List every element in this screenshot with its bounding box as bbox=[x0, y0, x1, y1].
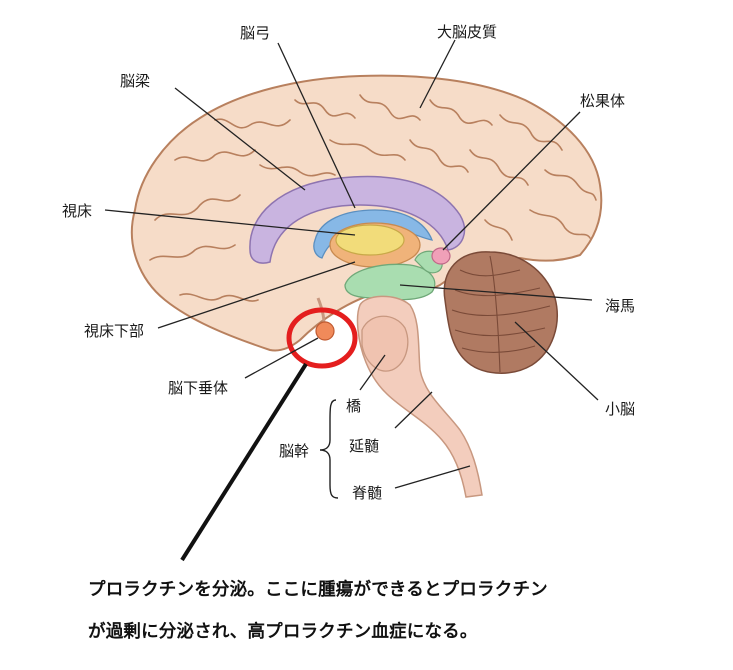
corpus-callosum bbox=[249, 175, 466, 264]
label-corpus-callosum: 脳梁 bbox=[120, 72, 150, 90]
cerebellum bbox=[443, 251, 558, 374]
leader-lines bbox=[104, 39, 599, 489]
label-pituitary: 脳下垂体 bbox=[168, 379, 228, 397]
label-medulla: 延髄 bbox=[349, 437, 379, 455]
brainstem-brace bbox=[319, 399, 339, 499]
label-pons: 橋 bbox=[346, 397, 361, 415]
pointer-line bbox=[180, 362, 308, 562]
cortex-gyri bbox=[149, 94, 597, 302]
highlight-circle bbox=[286, 307, 358, 369]
hippocampus bbox=[344, 263, 436, 301]
label-thalamus: 視床 bbox=[62, 202, 92, 220]
label-fornix: 脳弓 bbox=[240, 24, 270, 42]
label-hippocampus: 海馬 bbox=[605, 297, 635, 315]
pineal-body bbox=[431, 247, 451, 265]
pons bbox=[361, 315, 409, 372]
label-cerebellum: 小脳 bbox=[605, 400, 635, 418]
label-brainstem: 脳幹 bbox=[279, 442, 309, 460]
label-hypothalamus: 視床下部 bbox=[84, 322, 144, 340]
pituitary-gland bbox=[315, 321, 335, 341]
label-spinal-cord: 脊髄 bbox=[352, 484, 382, 502]
label-cerebral-cortex: 大脳皮質 bbox=[437, 23, 497, 41]
thalamus bbox=[335, 224, 405, 256]
caption-line-1: プロラクチンを分泌。ここに腫瘍ができるとプロラクチン bbox=[88, 580, 548, 600]
caption-line-2: が過剰に分泌され、高プロラクチン血症になる。 bbox=[88, 622, 478, 642]
label-pineal-body: 松果体 bbox=[580, 92, 625, 110]
